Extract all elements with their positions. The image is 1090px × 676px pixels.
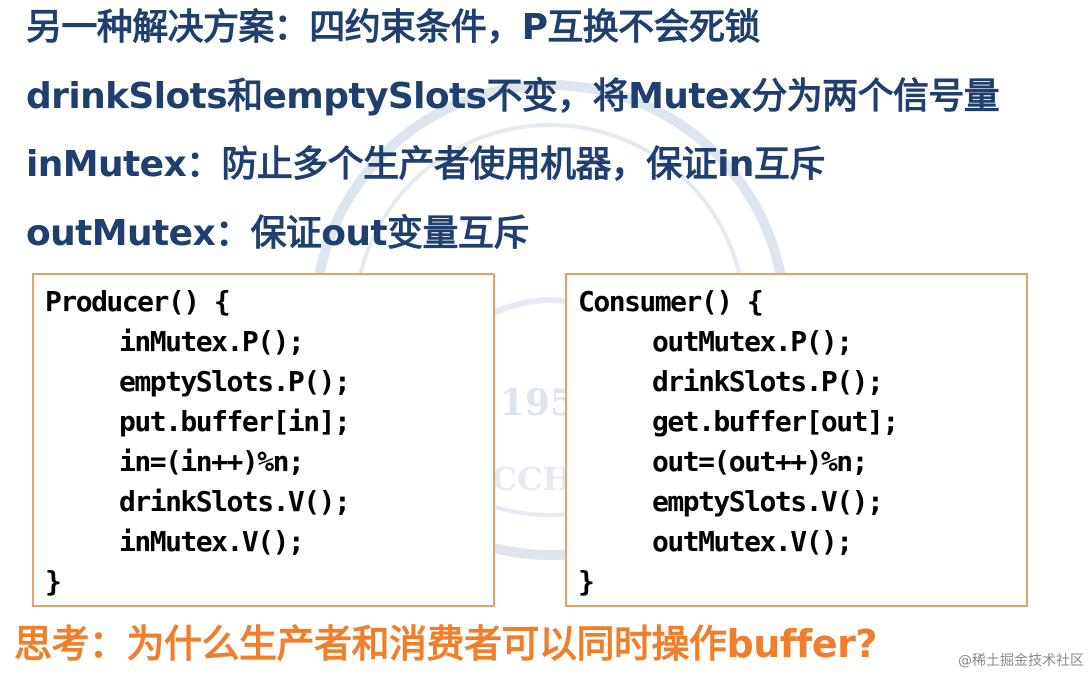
producer-code-line: } [45, 565, 62, 598]
heading-line-4: outMutex：保证out变量互斥 [26, 213, 529, 254]
producer-code-line: put.buffer[in]; [119, 405, 351, 438]
producer-code-line: Producer() { [45, 285, 231, 318]
heading-line-2: drinkSlots和emptySlots不变，将Mutex分为两个信号量 [26, 76, 1000, 117]
producer-code-line: drinkSlots.V(); [119, 485, 351, 518]
question-text: 思考：为什么生产者和消费者可以同时操作buffer? [14, 622, 877, 666]
heading-line-1: 另一种解决方案：四约束条件，P互换不会死锁 [26, 7, 760, 48]
source-watermark: @稀土掘金技术社区 [958, 653, 1084, 669]
producer-code-line: in=(in++)%n; [119, 445, 305, 478]
consumer-code-line: } [578, 565, 595, 598]
consumer-code-line: outMutex.P(); [652, 325, 853, 358]
consumer-code-line: out=(out++)%n; [652, 445, 869, 478]
consumer-code-line: outMutex.V(); [652, 525, 853, 558]
producer-code-line: inMutex.P(); [119, 325, 305, 358]
consumer-code-line: get.buffer[out]; [652, 405, 899, 438]
heading-line-3: inMutex：防止多个生产者使用机器，保证in互斥 [26, 144, 825, 185]
producer-code-line: emptySlots.P(); [119, 365, 351, 398]
consumer-code-box: Consumer() { outMutex.P(); drinkSlots.P(… [565, 273, 1028, 607]
consumer-code-line: drinkSlots.P(); [652, 365, 884, 398]
consumer-code-line: emptySlots.V(); [652, 485, 884, 518]
consumer-code-line: Consumer() { [578, 285, 764, 318]
producer-code-line: inMutex.V(); [119, 525, 305, 558]
producer-code-box: Producer() { inMutex.P(); emptySlots.P()… [32, 273, 495, 607]
